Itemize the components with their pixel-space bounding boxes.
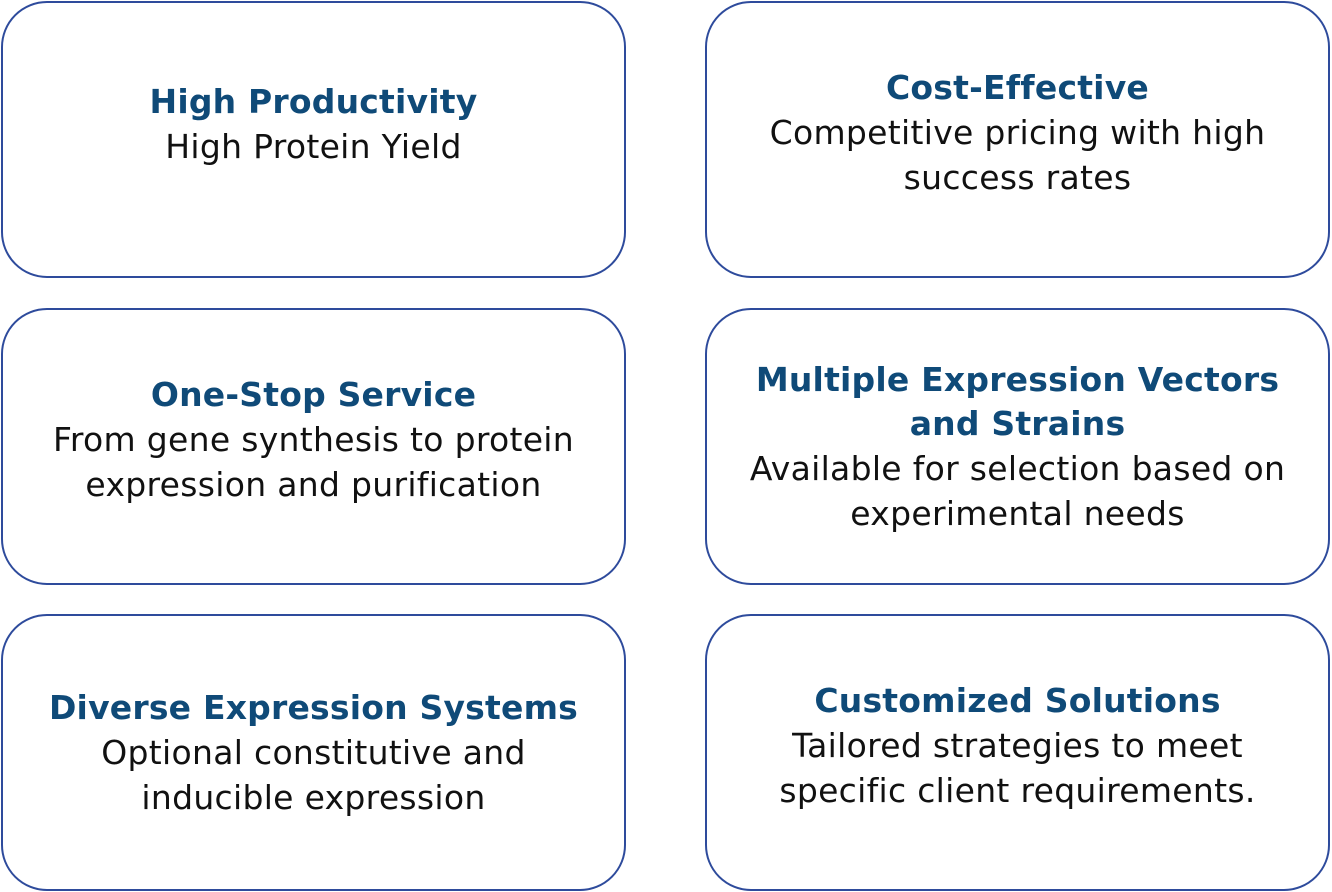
feature-card-description: Available for selection based on experim…: [749, 448, 1286, 533]
feature-card-description: Tailored strategies to meet specific cli…: [779, 725, 1256, 810]
feature-card-diverse-expression-systems: Diverse Expression Systems Optional cons…: [1, 614, 626, 891]
feature-card-expression-vectors: Multiple Expression Vectors and Strains …: [705, 308, 1330, 585]
feature-card-description: From gene synthesis to protein expressio…: [53, 419, 574, 504]
feature-card-description: Optional constitutive and inducible expr…: [101, 732, 526, 817]
feature-card-title: Diverse Expression Systems: [48, 687, 579, 727]
feature-card-title: Multiple Expression Vectors and Strains: [755, 359, 1280, 443]
feature-card-description: High Protein Yield: [165, 127, 462, 166]
feature-card-title: Cost-Effective: [886, 67, 1149, 107]
feature-card-title: High Productivity: [149, 82, 478, 121]
feature-card-title: One-Stop Service: [150, 374, 477, 414]
feature-card-customized-solutions: Customized Solutions Tailored strategies…: [705, 614, 1330, 891]
feature-card-cost-effective: Cost-Effective Competitive pricing with …: [705, 1, 1330, 278]
feature-card-description: Competitive pricing with high success ra…: [769, 112, 1266, 197]
feature-card-one-stop-service: One-Stop Service From gene synthesis to …: [1, 308, 626, 585]
feature-card-high-productivity: High Productivity High Protein Yield: [1, 1, 626, 278]
feature-card-title: Customized Solutions: [814, 680, 1221, 720]
